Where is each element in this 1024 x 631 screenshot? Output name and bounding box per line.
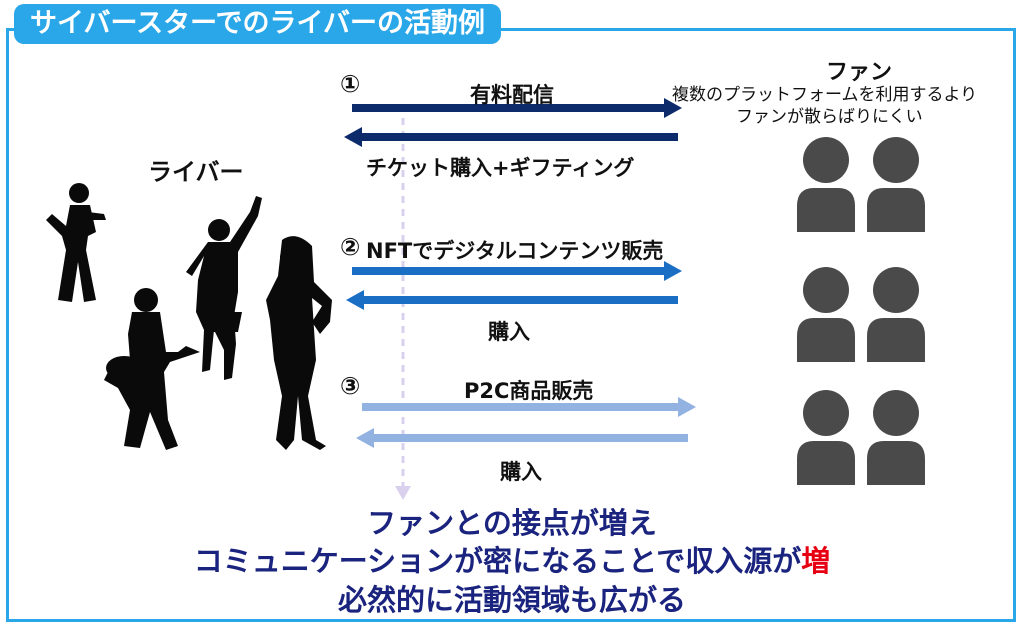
conclusion-line2: コミュニケーションが密になることで収入源が増 (0, 538, 1024, 580)
fan-person-icon (867, 390, 925, 485)
liver-figure-posing (266, 236, 332, 450)
fan-person-icon (797, 267, 855, 362)
fan-person-icon (867, 137, 925, 232)
flow3-number: ③ (340, 372, 361, 400)
flow1-top-label: 有料配信 (470, 83, 554, 107)
liver-figure-singer (46, 183, 106, 302)
flow3-arrowhead-left (356, 428, 374, 448)
liver-label: ライバー (148, 158, 244, 186)
fan-note-line1: 複数のプラットフォームを利用するより (672, 85, 978, 105)
flow2-top-label: NFTでデジタルコンテンツ販売 (366, 239, 664, 263)
flow1-number: ① (340, 70, 361, 98)
conclusion-line2-main: コミュニケーションが密になることで収入源が (193, 544, 802, 578)
flow2-number: ② (340, 233, 361, 261)
flow3-top-label: P2C商品販売 (464, 379, 594, 403)
fan-note-line2: ファンが散らばりにくい (736, 107, 923, 127)
flow1-arrowhead-right (664, 98, 682, 118)
flow2-arrowhead-right (664, 261, 682, 281)
timeline-arrowhead (395, 486, 411, 500)
conclusion-line1: ファンとの接点が増え (367, 506, 657, 540)
liver-figure-guitarist (104, 288, 200, 450)
flow1-bottom-label: チケット購入+ギフティング (366, 156, 635, 180)
fan-label: ファン (826, 60, 893, 85)
fan-person-icon (797, 137, 855, 232)
page-title: サイバースターでのライバーの活動例 (14, 4, 501, 44)
flow1-arrowhead-left (344, 127, 362, 147)
content-frame (6, 28, 1016, 622)
flow3-arrowhead-right (678, 397, 696, 417)
flow3-bottom-label: 購入 (500, 460, 542, 484)
conclusion-line2-accent: 増 (801, 544, 831, 578)
fan-person-icon (797, 390, 855, 485)
fan-person-icon (867, 267, 925, 362)
flow2-bottom-label: 購入 (488, 320, 530, 344)
flow2-arrowhead-left (346, 290, 364, 310)
liver-figure-dancer (186, 196, 262, 380)
conclusion-line3: 必然的に活動領域も広がる (337, 583, 686, 617)
